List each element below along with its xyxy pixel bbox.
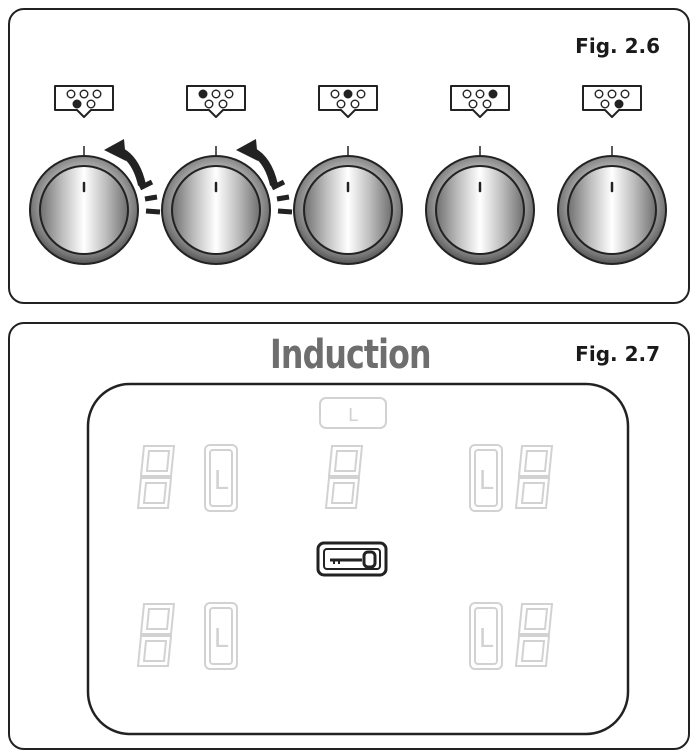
- zone-dot: [204, 99, 214, 109]
- key-teeth: [333, 560, 340, 564]
- zone-dot: [600, 99, 610, 109]
- zone-display-rear-right-digit: [514, 603, 554, 667]
- zone-dot: [92, 89, 102, 99]
- zone-display-front-right-indicator: L: [469, 444, 503, 512]
- zone-box-outer: [469, 602, 503, 670]
- digit-inner: [142, 450, 171, 504]
- zone-dot: [488, 89, 498, 99]
- digit-outline: [514, 603, 554, 667]
- zone-dot: [211, 89, 221, 99]
- digit-inner: [142, 608, 171, 662]
- zone-display-front-right-digit: [514, 445, 554, 509]
- zone-indicator-icon: [186, 85, 246, 118]
- zone-dot: [79, 89, 89, 99]
- zone-box-outer: [469, 444, 503, 512]
- knob-1: [29, 85, 161, 265]
- zone-box-outer: [204, 444, 238, 512]
- zone-dot: [330, 89, 340, 99]
- zone-dot: [594, 89, 604, 99]
- zone-dot: [620, 89, 630, 99]
- zone-display-rear-right-indicator: L: [469, 602, 503, 670]
- digit-outline: [324, 445, 364, 509]
- knob-face: [435, 165, 525, 255]
- top-indicator: L: [319, 397, 387, 429]
- key-lock-icon: [316, 541, 388, 577]
- zone-display-rear-left-digit: [136, 603, 176, 667]
- key-lock-inner: [323, 548, 381, 570]
- arrow-dash: [277, 208, 293, 215]
- zone-dot: [614, 99, 624, 109]
- rotate-arrow-icon: [236, 139, 293, 215]
- knob-5: [557, 85, 667, 265]
- arrow-head: [236, 139, 258, 161]
- zone-dot: [336, 99, 346, 109]
- knob-3: [293, 85, 403, 265]
- knob-4: [425, 85, 535, 265]
- display-frame: [86, 382, 630, 736]
- arrow-head: [104, 139, 126, 161]
- zone-dot: [482, 99, 492, 109]
- digit-outline: [514, 445, 554, 509]
- key-bow: [362, 550, 377, 569]
- induction-title: Induction: [270, 332, 432, 378]
- arrow-dash: [270, 179, 286, 191]
- zone-box-inner: [474, 449, 498, 507]
- figure-label-2-7: Fig. 2.7: [575, 342, 660, 366]
- zone-indicator-icon: [582, 85, 642, 118]
- figure-label-2-6: Fig. 2.6: [575, 34, 660, 58]
- zone-display-center-digit: [324, 445, 364, 509]
- digit-inner: [520, 608, 549, 662]
- digit-inner: [520, 450, 549, 504]
- zone-display-front-left-indicator: L: [204, 444, 238, 512]
- zone-dot: [607, 89, 617, 99]
- zone-box-inner: [209, 607, 233, 665]
- zone-dot: [218, 99, 228, 109]
- zone-display-rear-left-indicator: L: [204, 602, 238, 670]
- zone-dot: [198, 89, 208, 99]
- induction-display-panel: Induction Fig. 2.7: [8, 322, 690, 750]
- zone-box-label: L: [479, 466, 494, 496]
- zone-indicator-icon: [318, 85, 378, 118]
- zone-dot: [343, 89, 353, 99]
- zone-dot: [350, 99, 360, 109]
- zone-box-label: L: [214, 624, 229, 654]
- arrow-dash: [144, 194, 158, 202]
- zone-dot: [224, 89, 234, 99]
- knob-face: [303, 165, 393, 255]
- zone-dot: [475, 89, 485, 99]
- top-indicator-label: L: [348, 405, 358, 426]
- zone-box-label: L: [214, 466, 229, 496]
- zone-dot: [468, 99, 478, 109]
- zone-dot: [86, 99, 96, 109]
- arrow-dash: [276, 194, 290, 202]
- knob-face: [39, 165, 129, 255]
- zone-display-front-left-digit: [136, 445, 176, 509]
- digit-outline: [136, 603, 176, 667]
- zone-dot: [356, 89, 366, 99]
- digit-outline: [136, 445, 176, 509]
- zone-box-inner: [474, 607, 498, 665]
- arrow-dash: [138, 179, 154, 191]
- zone-dot: [72, 99, 82, 109]
- knob-face: [171, 165, 261, 255]
- zone-box-outer: [204, 602, 238, 670]
- knob-2: [161, 85, 293, 265]
- arrow-dash: [145, 208, 161, 215]
- zone-box-label: L: [479, 624, 494, 654]
- digit-inner: [330, 450, 359, 504]
- rotate-arrow-icon: [104, 139, 161, 215]
- zone-dot: [66, 89, 76, 99]
- zone-indicator-icon: [54, 85, 114, 118]
- zone-box-inner: [209, 449, 233, 507]
- zone-dot: [462, 89, 472, 99]
- zone-indicator-icon: [450, 85, 510, 118]
- knob-face: [567, 165, 657, 255]
- top-indicator-frame: [319, 397, 387, 429]
